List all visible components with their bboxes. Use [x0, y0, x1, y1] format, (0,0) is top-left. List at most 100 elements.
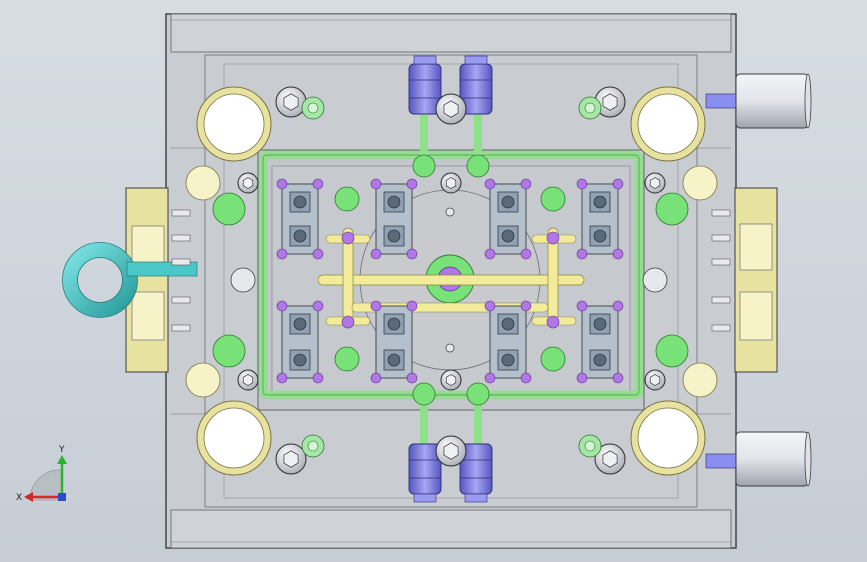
ejector-pin[interactable] [312, 300, 324, 312]
cylinder-body[interactable] [735, 431, 809, 487]
fitting-nut [413, 55, 437, 65]
cavity-insert[interactable] [276, 300, 324, 384]
ejector-pin[interactable] [276, 248, 288, 260]
ejector-pin[interactable] [520, 372, 532, 384]
hex-boss [334, 346, 360, 372]
side-lock-block-right[interactable] [734, 187, 778, 373]
ejector-pin[interactable] [520, 300, 532, 312]
socket-head-cap-screw[interactable] [275, 86, 307, 118]
side-cylinder[interactable] [705, 431, 812, 487]
ejector-pin[interactable] [612, 300, 624, 312]
ejector-pin[interactable] [312, 372, 324, 384]
bottom-clamp-edge [170, 509, 732, 549]
ejector-pin[interactable] [406, 372, 418, 384]
support-pillar[interactable] [212, 334, 246, 368]
ejector-pin[interactable] [520, 248, 532, 260]
ejector-pin[interactable] [484, 178, 496, 190]
coolant-port [412, 382, 436, 406]
cavity-insert[interactable] [370, 300, 418, 384]
hex-socket-icon [602, 93, 618, 111]
ejector-pin[interactable] [576, 248, 588, 260]
cooling-hose-fitting[interactable] [459, 443, 493, 503]
side-bolt [171, 296, 191, 304]
cavity-insert[interactable] [370, 178, 418, 260]
cylinder-body[interactable] [735, 73, 809, 129]
guide-pin-bushing[interactable] [630, 86, 706, 162]
runner-gate-pin[interactable] [341, 231, 355, 245]
cavity-insert[interactable] [576, 178, 624, 260]
insert-core-pin [593, 353, 607, 367]
support-pillar[interactable] [655, 334, 689, 368]
fitting-nut [464, 55, 488, 65]
ejector-pin[interactable] [484, 372, 496, 384]
lifting-ring-torus[interactable] [62, 242, 138, 318]
ejector-pin[interactable] [406, 300, 418, 312]
support-pillar[interactable] [655, 192, 689, 226]
ejector-pin[interactable] [612, 372, 624, 384]
ejector-pin[interactable] [576, 372, 588, 384]
ejector-pin[interactable] [276, 178, 288, 190]
socket-head-cap-screw[interactable] [594, 443, 626, 475]
cooling-hose-fitting[interactable] [408, 55, 442, 115]
socket-head-cap-screw[interactable] [435, 435, 467, 467]
lifting-ring[interactable] [62, 187, 198, 373]
guide-pin-bushing[interactable] [196, 400, 272, 476]
ejector-pin[interactable] [612, 248, 624, 260]
socket-head-cap-screw[interactable] [435, 93, 467, 125]
return-pin[interactable] [185, 362, 221, 398]
runner-gate-pin[interactable] [546, 315, 560, 329]
return-pin[interactable] [185, 165, 221, 201]
cylinder-rod [705, 453, 739, 469]
guide-pin-bushing[interactable] [196, 86, 272, 162]
ejector-pin[interactable] [612, 178, 624, 190]
dowel-screw[interactable] [237, 172, 259, 194]
gear-icon[interactable] [642, 267, 668, 293]
ejector-pin[interactable] [520, 178, 532, 190]
coolant-port [466, 382, 490, 406]
side-bolt [711, 324, 731, 332]
dowel-screw[interactable] [440, 172, 462, 194]
ejector-runner-system[interactable] [317, 227, 585, 326]
ejector-pin[interactable] [406, 248, 418, 260]
dowel-screw[interactable] [644, 369, 666, 391]
triad-base [29, 469, 63, 501]
ejector-pin[interactable] [312, 248, 324, 260]
gear-icon[interactable] [230, 267, 256, 293]
ejector-pin[interactable] [370, 248, 382, 260]
ejector-pin[interactable] [484, 248, 496, 260]
cavity-insert[interactable] [576, 300, 624, 384]
guide-pin-bushings [185, 86, 718, 476]
socket-head-cap-screw[interactable] [275, 443, 307, 475]
ejector-pin[interactable] [276, 300, 288, 312]
dowel-screw[interactable] [237, 369, 259, 391]
ejector-pin[interactable] [370, 372, 382, 384]
cooling-hose-fitting[interactable] [408, 443, 442, 503]
ejector-pin[interactable] [406, 178, 418, 190]
cooling-hose-fitting[interactable] [459, 55, 493, 115]
side-cylinder[interactable] [705, 73, 812, 129]
hex-socket-icon [242, 374, 254, 386]
ejector-pin[interactable] [484, 300, 496, 312]
cavity-insert[interactable] [484, 178, 532, 260]
ejector-pin[interactable] [370, 300, 382, 312]
dowel-screw[interactable] [644, 172, 666, 194]
socket-head-cap-screw[interactable] [594, 86, 626, 118]
guide-pin-bushing[interactable] [630, 400, 706, 476]
ejector-pin[interactable] [370, 178, 382, 190]
runner-gate-pin[interactable] [546, 231, 560, 245]
ejector-pin[interactable] [576, 300, 588, 312]
ejector-pin[interactable] [576, 178, 588, 190]
support-pillar[interactable] [212, 192, 246, 226]
cavity-insert[interactable] [276, 178, 324, 260]
return-pin[interactable] [682, 165, 718, 201]
runner-gate-pin[interactable] [341, 315, 355, 329]
cavity-insert[interactable] [484, 300, 532, 384]
ejector-pin[interactable] [312, 178, 324, 190]
return-pin[interactable] [682, 362, 718, 398]
runner-main[interactable] [317, 274, 585, 286]
bushing-bore [637, 407, 699, 469]
ejector-pin[interactable] [276, 372, 288, 384]
fitting-nut [464, 493, 488, 503]
dowel-screw[interactable] [440, 369, 462, 391]
